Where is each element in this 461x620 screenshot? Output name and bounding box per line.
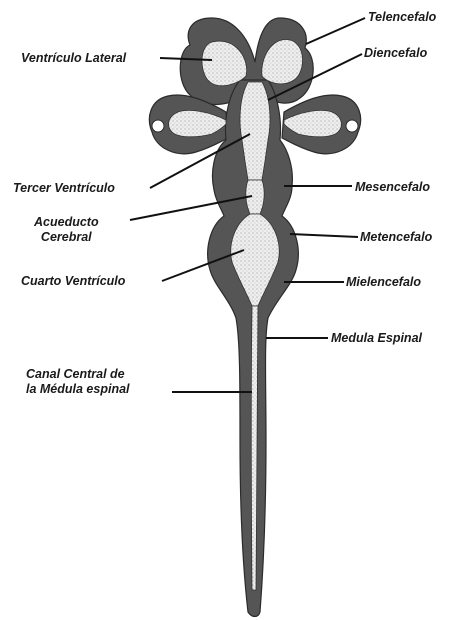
- label-mesencefalo: Mesencefalo: [355, 180, 430, 195]
- label-cuarto-ventriculo: Cuarto Ventrículo: [21, 274, 125, 289]
- label-metencefalo: Metencefalo: [360, 230, 432, 245]
- label-canal-central: Canal Central de la Médula espinal: [26, 367, 130, 397]
- label-mielencefalo: Mielencefalo: [346, 275, 421, 290]
- label-telencefalo: Telencefalo: [368, 10, 436, 25]
- pointer-telencefalo: [306, 18, 365, 44]
- label-medula-espinal: Medula Espinal: [331, 331, 422, 346]
- ventricles: [169, 40, 342, 590]
- label-acueducto-line1: Acueducto: [34, 215, 99, 230]
- label-acueducto-line2: Cerebral: [34, 230, 99, 245]
- label-canal-line1: Canal Central de: [26, 367, 130, 382]
- label-canal-line2: la Médula espinal: [26, 382, 130, 397]
- label-tercer-ventriculo: Tercer Ventrículo: [13, 181, 115, 196]
- label-acueducto-cerebral: Acueducto Cerebral: [34, 215, 99, 245]
- label-ventriculo-lateral: Ventrículo Lateral: [21, 51, 126, 66]
- label-diencefalo: Diencefalo: [364, 46, 427, 61]
- pointer-metencefalo: [290, 234, 358, 237]
